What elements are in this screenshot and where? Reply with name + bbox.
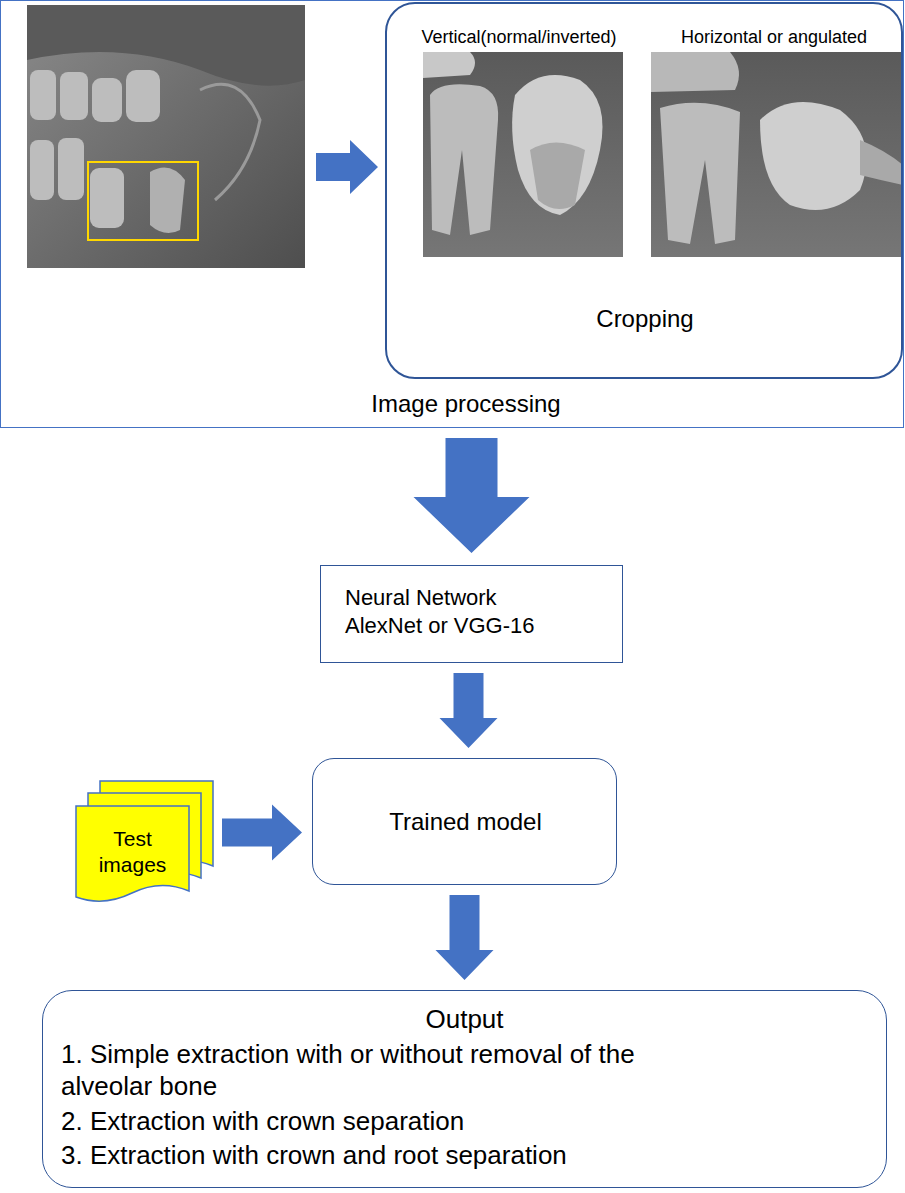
process-box: Trained model [312, 758, 617, 885]
panoramic-xray [27, 5, 305, 268]
block-arrow [222, 805, 302, 861]
panel-title: Cropping [545, 304, 745, 334]
list-item: 3. Extraction with crown and root separa… [61, 1139, 726, 1172]
box-heading: Output [61, 1003, 868, 1036]
output-box: Output1. Simple extraction with or witho… [42, 990, 887, 1188]
document-page [76, 806, 189, 901]
process-label: Neural Network AlexNet or VGG-16 [345, 584, 567, 639]
list-item: 2. Extraction with crown separation [61, 1105, 726, 1138]
cropped-xray-vertical [423, 52, 623, 257]
cropped-xray-horizontal [651, 52, 903, 257]
rounded-panel: Vertical(normal/inverted)Horizontal or a… [385, 2, 903, 379]
block-arrow [414, 438, 530, 553]
list-item: 1. Simple extraction with or without rem… [61, 1038, 726, 1103]
panel-heading: Horizontal or angulated [649, 26, 899, 49]
block-arrow [440, 673, 498, 748]
process-arrow [316, 140, 378, 194]
document-stack: Test images [75, 780, 215, 905]
process-box: Neural Network AlexNet or VGG-16 [320, 565, 623, 663]
block-arrow [436, 895, 494, 980]
section-title: Image processing [301, 389, 631, 419]
panel-heading: Vertical(normal/inverted) [391, 26, 647, 49]
section-frame: Image processing Vertical(normal/inverted… [0, 0, 904, 428]
document-label: Test images [78, 826, 187, 879]
process-label: Trained model [323, 807, 608, 837]
